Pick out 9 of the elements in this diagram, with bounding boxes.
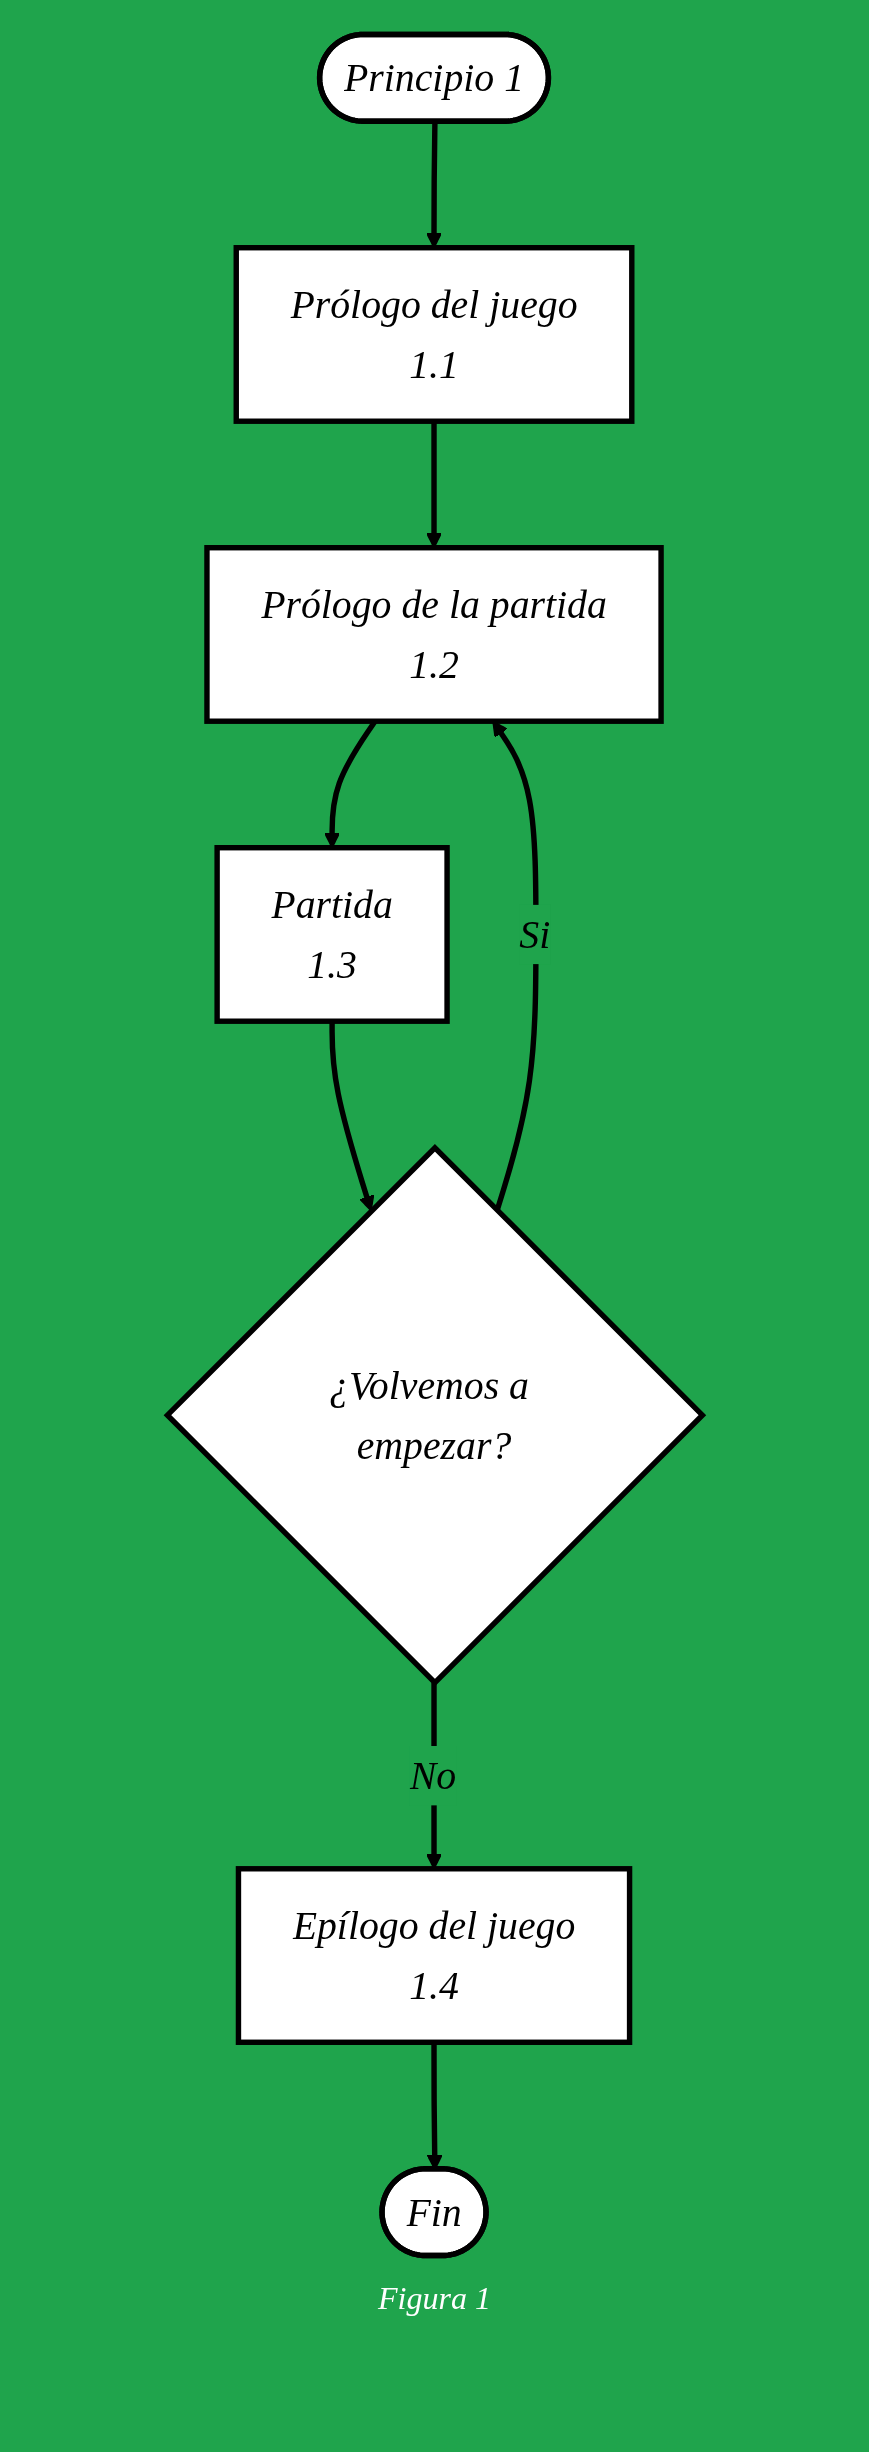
node-box: Epílogo del juego 1.4 <box>235 1866 632 2045</box>
node-diamond: ¿Volvemos a empezar? <box>163 1143 706 1687</box>
node-box: Prólogo de la partida 1.2 <box>203 545 664 724</box>
node-box: Partida 1.3 <box>214 845 450 1024</box>
edge-label: Si <box>518 911 550 958</box>
arrow <box>328 1021 374 1212</box>
node-box: Prólogo del juego 1.1 <box>233 245 635 424</box>
edge-label: No <box>409 1753 456 1799</box>
figure-caption: Figura 1 <box>378 2280 491 2317</box>
